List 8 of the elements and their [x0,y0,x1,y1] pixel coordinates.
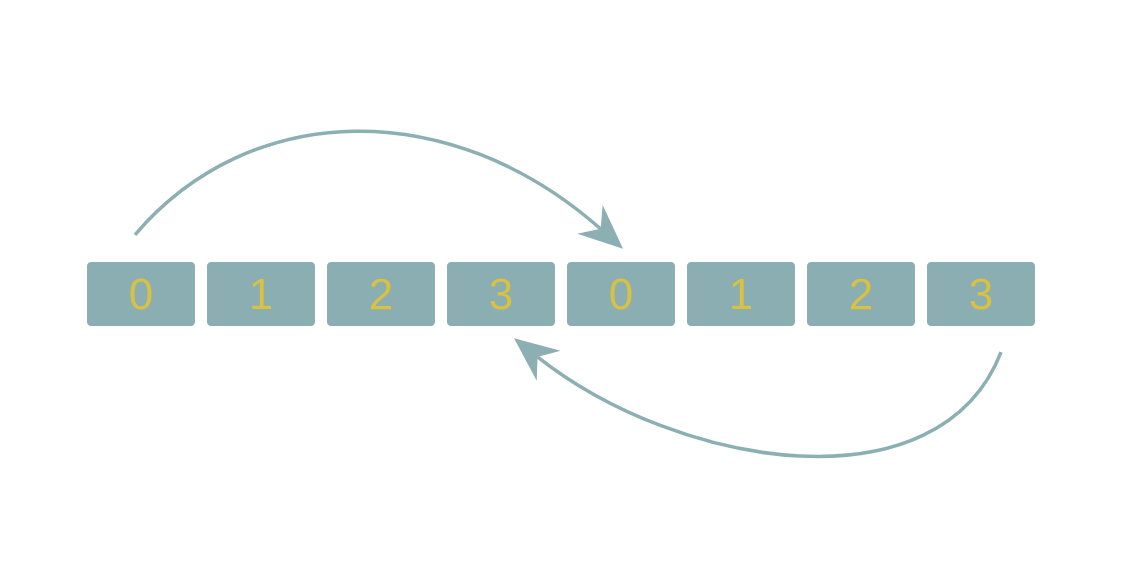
number-box: 1 [687,262,795,326]
number-box: 0 [567,262,675,326]
number-box: 0 [87,262,195,326]
number-box: 3 [447,262,555,326]
number-box: 2 [327,262,435,326]
number-box: 2 [807,262,915,326]
number-box: 3 [927,262,1035,326]
number-box: 1 [207,262,315,326]
